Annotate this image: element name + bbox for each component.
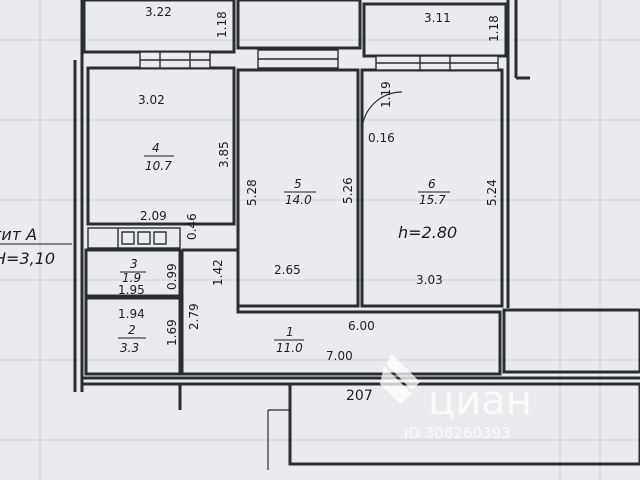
- watermark: циан ID 308260393: [380, 354, 532, 442]
- dim-2-09: 2.09: [140, 209, 167, 223]
- dim-6-00: 6.00: [348, 319, 375, 333]
- door-swing-icon: [267, 91, 403, 470]
- section-label: тит А: [0, 225, 37, 244]
- room-6-number: 6: [428, 177, 436, 191]
- dim-1-18-left: 1.18: [215, 11, 229, 38]
- corridor-dimension: 207: [346, 388, 373, 404]
- room-3-area: 1.9: [122, 271, 141, 285]
- room-4-number: 4: [152, 141, 160, 155]
- cian-logo-icon: [380, 354, 420, 404]
- room-2-number: 2: [128, 323, 136, 337]
- dim-1-69: 1.69: [165, 319, 179, 346]
- dim-7-00: 7.00: [326, 349, 353, 363]
- floor-height: H=3,10: [0, 249, 55, 268]
- dim-0-46: 0.46: [185, 213, 199, 240]
- dim-5-26: 5.26: [341, 177, 355, 204]
- room-3-number: 3: [130, 257, 138, 271]
- room-6-area: 15.7: [419, 193, 446, 207]
- watermark-id: ID 308260393: [404, 424, 511, 442]
- room-5-number: 5: [294, 177, 302, 191]
- dim-1-94: 1.94: [118, 307, 145, 321]
- dim-3-85: 3.85: [217, 141, 231, 168]
- window-icon: [139, 49, 499, 71]
- dim-5-24: 5.24: [485, 179, 499, 206]
- room-2-area: 3.3: [120, 341, 139, 355]
- room-labels: 4 10.7 5 14.0 6 15.7 h=2.80 3 1.9 2 3.3 …: [118, 141, 457, 355]
- dim-2-79: 2.79: [187, 303, 201, 330]
- dim-2-65: 2.65: [274, 263, 301, 277]
- fixtures: [87, 227, 181, 249]
- room-1-number: 1: [286, 325, 294, 339]
- walls: [73, 0, 640, 466]
- dimensions: 3.22 1.18 3.11 1.18 3.02 3.85 2.09 0.46 …: [118, 5, 501, 363]
- watermark-brand: циан: [428, 378, 532, 424]
- dim-1-19: 1.19: [379, 81, 393, 108]
- room-4-area: 10.7: [145, 159, 172, 173]
- dim-3-03: 3.03: [416, 273, 443, 287]
- section-labels: тит А H=3,10 207: [0, 225, 373, 404]
- dim-5-28: 5.28: [245, 179, 259, 206]
- room-5-area: 14.0: [285, 193, 312, 207]
- dim-1-95: 1.95: [118, 283, 145, 297]
- dim-1-42: 1.42: [211, 259, 225, 286]
- dim-0-99: 0.99: [165, 263, 179, 290]
- dim-1-18-right: 1.18: [487, 15, 501, 42]
- dim-0-16: 0.16: [368, 131, 395, 145]
- dim-3-22: 3.22: [145, 5, 172, 19]
- room-1-area: 11.0: [276, 341, 303, 355]
- ceiling-height: h=2.80: [398, 223, 457, 242]
- dim-3-02: 3.02: [138, 93, 165, 107]
- dim-3-11: 3.11: [424, 11, 451, 25]
